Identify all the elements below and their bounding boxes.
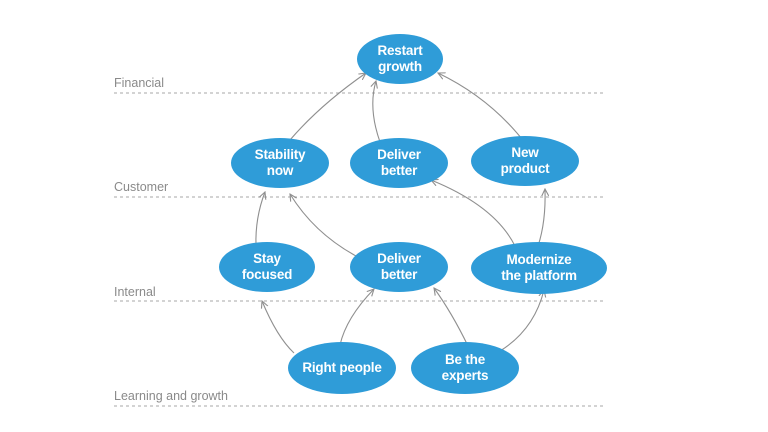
node-deliver-better-internal: Deliver better [350,242,448,292]
edge-modernize-to-new-product [537,189,545,247]
node-restart-growth-label: Restart growth [377,43,423,74]
node-restart-growth: Restart growth [357,34,443,84]
node-deliver-better-internal-label: Deliver better [377,251,421,282]
node-stability-now: Stability now [231,138,329,188]
node-right-people-label: Right people [302,360,382,375]
edge-new-product-to-restart-growth [438,73,523,140]
node-be-the-experts: Be the experts [411,342,519,394]
layer-label-financial: Financial [114,76,165,90]
node-modernize-the-platform-label: Modernize the platform [501,252,577,283]
layer-label-customer: Customer [114,180,169,194]
node-stability-now-label: Stability now [254,147,306,178]
edge-right-people-to-stay-focused [262,301,295,354]
edge-stability-now-to-restart-growth [289,73,366,141]
node-new-product: New product [471,136,579,186]
layer-label-internal: Internal [114,285,156,299]
node-deliver-better-customer: Deliver better [350,138,448,188]
edge-be-the-experts-to-modernize [499,290,544,352]
edge-stay-focused-to-stability-now [255,192,265,247]
node-stay-focused-label: Stay focused [241,251,293,282]
node-new-product-label: New product [500,145,550,176]
node-stay-focused: Stay focused [219,242,315,292]
node-deliver-better-customer-label: Deliver better [377,147,421,178]
layer-label-learning-and-growth: Learning and growth [114,389,228,403]
node-be-the-experts-label: Be the experts [441,352,489,383]
edge-be-the-experts-to-deliver-better-internal [434,288,469,347]
node-right-people: Right people [288,342,396,394]
edge-deliver-better-to-restart-growth [373,81,381,143]
edge-modernize-to-deliver-better-customer [431,180,516,247]
edge-right-people-to-deliver-better-internal [339,289,374,346]
edge-deliver-better-internal-to-stability-now [290,194,357,257]
node-modernize-the-platform: Modernize the platform [471,242,607,294]
